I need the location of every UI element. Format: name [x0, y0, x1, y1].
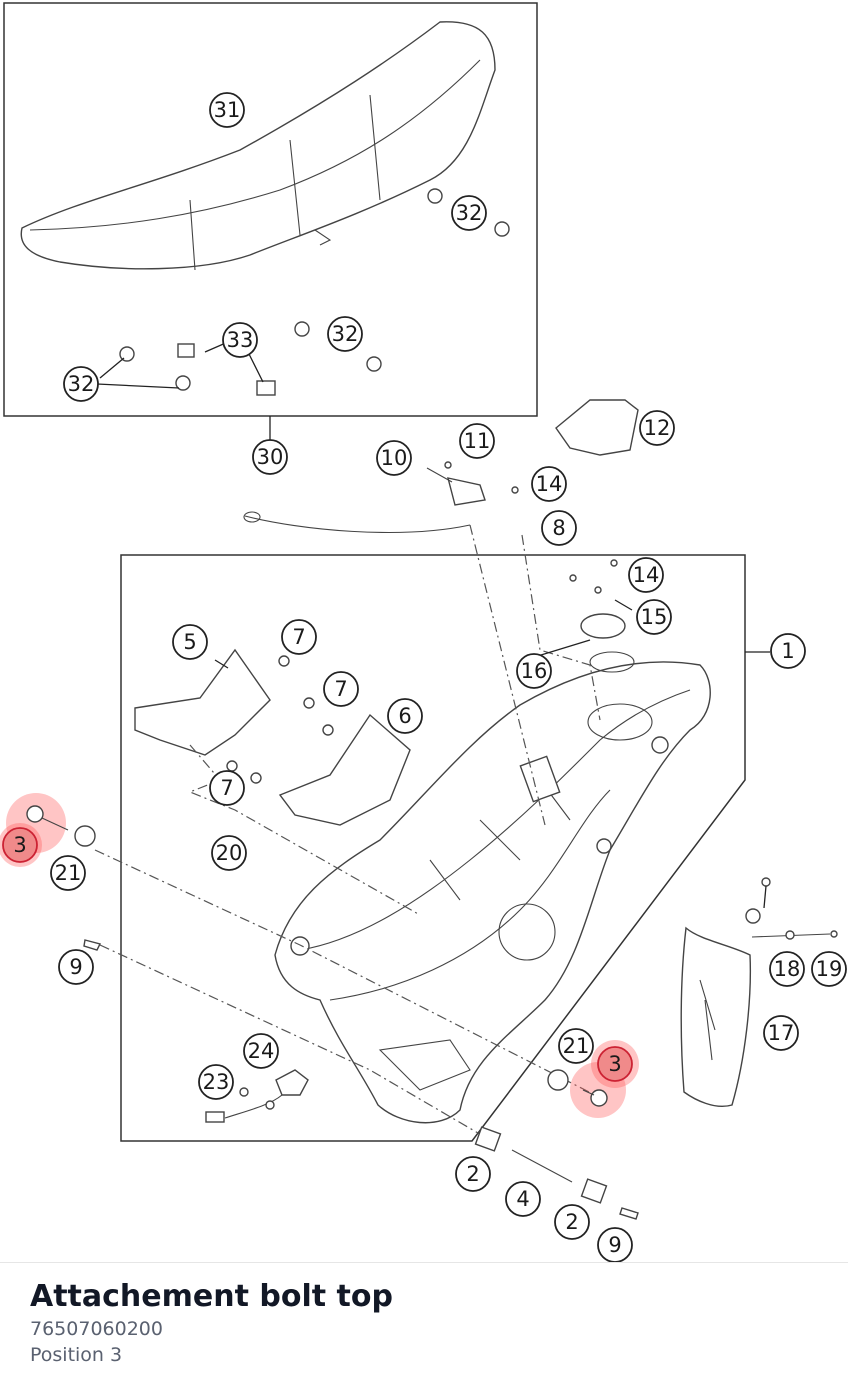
- svg-text:12: 12: [644, 416, 671, 440]
- callout-32[interactable]: 32: [63, 366, 99, 402]
- callout-16[interactable]: 16: [516, 653, 552, 689]
- part-number: 76507060200: [30, 1318, 163, 1340]
- svg-text:18: 18: [774, 957, 801, 981]
- bracket-drawing: [134, 648, 421, 916]
- callout-9[interactable]: 9: [597, 1227, 633, 1262]
- svg-text:6: 6: [398, 704, 411, 728]
- rear-mudguard-drawing: [680, 877, 838, 1107]
- svg-text:14: 14: [633, 563, 660, 587]
- cable-drawing: [243, 461, 519, 533]
- callout-32[interactable]: 32: [451, 195, 487, 231]
- svg-text:15: 15: [641, 605, 668, 629]
- divider: [0, 1262, 848, 1263]
- callout-6[interactable]: 6: [387, 698, 423, 734]
- svg-text:31: 31: [214, 98, 241, 122]
- part-info-panel: Attachement bolt top 76507060200 Positio…: [30, 1278, 393, 1368]
- svg-text:32: 32: [68, 372, 95, 396]
- seat-hardware: [96, 188, 510, 396]
- svg-text:14: 14: [536, 472, 563, 496]
- callout-7[interactable]: 7: [209, 770, 245, 806]
- svg-text:9: 9: [69, 955, 82, 979]
- sensor-drawing: [205, 1069, 309, 1123]
- callout-11[interactable]: 11: [459, 423, 495, 459]
- callout-14[interactable]: 14: [531, 466, 567, 502]
- svg-text:9: 9: [608, 1233, 621, 1257]
- callout-21[interactable]: 21: [558, 1028, 594, 1064]
- callout-2[interactable]: 2: [455, 1156, 491, 1192]
- exploded-parts-diagram: 31 32 32 33 32 30 10 11 12 14 8 14 15 16…: [0, 2, 847, 1262]
- svg-text:2: 2: [565, 1210, 578, 1234]
- svg-text:3: 3: [13, 833, 26, 857]
- svg-text:7: 7: [292, 625, 305, 649]
- callout-7[interactable]: 7: [281, 619, 317, 655]
- svg-text:20: 20: [216, 841, 243, 865]
- svg-text:4: 4: [516, 1187, 529, 1211]
- svg-text:11: 11: [464, 429, 491, 453]
- cap-drawing: [555, 399, 639, 456]
- svg-text:5: 5: [183, 630, 196, 654]
- callout-12[interactable]: 12: [639, 410, 675, 446]
- svg-text:7: 7: [220, 776, 233, 800]
- callout-1[interactable]: 1: [770, 633, 806, 669]
- part-title: Attachement bolt top: [30, 1279, 393, 1314]
- callout-33[interactable]: 33: [222, 322, 258, 358]
- callout-15[interactable]: 15: [636, 599, 672, 635]
- callout-leaders: [214, 599, 633, 669]
- svg-text:23: 23: [203, 1070, 230, 1094]
- svg-text:30: 30: [257, 445, 284, 469]
- callout-23[interactable]: 23: [198, 1064, 234, 1100]
- callout-32[interactable]: 32: [327, 316, 363, 352]
- svg-text:19: 19: [816, 957, 843, 981]
- callout-17[interactable]: 17: [763, 1015, 799, 1051]
- callout-7[interactable]: 7: [323, 671, 359, 707]
- svg-text:10: 10: [381, 446, 408, 470]
- svg-text:24: 24: [248, 1039, 275, 1063]
- callout-19[interactable]: 19: [811, 951, 847, 987]
- callout-24[interactable]: 24: [243, 1033, 279, 1069]
- part-position: Position 3: [30, 1344, 123, 1366]
- callout-30[interactable]: 30: [252, 439, 288, 475]
- callout-14[interactable]: 14: [628, 557, 664, 593]
- fuel-tank-drawing: [274, 661, 711, 1124]
- svg-text:8: 8: [552, 516, 565, 540]
- svg-text:7: 7: [334, 677, 347, 701]
- callout-3-highlighted[interactable]: 3: [2, 827, 38, 863]
- callout-18[interactable]: 18: [769, 951, 805, 987]
- svg-text:21: 21: [563, 1034, 590, 1058]
- svg-text:21: 21: [55, 861, 82, 885]
- svg-text:16: 16: [521, 659, 548, 683]
- seat-drawing: [20, 21, 496, 271]
- callout-4[interactable]: 4: [505, 1181, 541, 1217]
- callout-20[interactable]: 20: [211, 835, 247, 871]
- svg-text:32: 32: [332, 322, 359, 346]
- svg-text:32: 32: [456, 201, 483, 225]
- svg-text:1: 1: [781, 639, 794, 663]
- mounting-axes: [74, 524, 639, 1220]
- callout-21[interactable]: 21: [50, 855, 86, 891]
- svg-text:33: 33: [227, 328, 254, 352]
- svg-text:2: 2: [466, 1162, 479, 1186]
- tank-group-frame: [120, 554, 746, 1142]
- svg-text:3: 3: [608, 1052, 621, 1076]
- callout-2[interactable]: 2: [554, 1204, 590, 1240]
- callout-8[interactable]: 8: [541, 510, 577, 546]
- callout-5[interactable]: 5: [172, 624, 208, 660]
- callout-3-highlighted[interactable]: 3: [597, 1046, 633, 1082]
- svg-text:17: 17: [768, 1021, 795, 1045]
- callout-10[interactable]: 10: [376, 440, 412, 476]
- callout-31[interactable]: 31: [209, 92, 245, 128]
- filler-drawing: [569, 559, 635, 673]
- callout-9[interactable]: 9: [58, 949, 94, 985]
